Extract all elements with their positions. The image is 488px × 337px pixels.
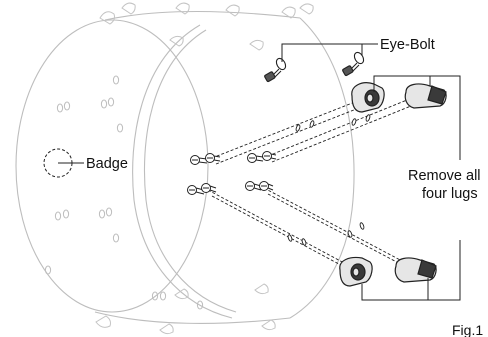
hoop-claw (169, 35, 184, 47)
assembly-line (263, 187, 405, 263)
screw-icon (205, 153, 221, 163)
badge-label: Badge (86, 156, 128, 172)
hoop-claw (175, 2, 190, 15)
vent-hole-icon (159, 291, 167, 301)
lug-icon (394, 257, 437, 283)
assembly-line (267, 97, 413, 157)
assembly-line (215, 105, 365, 165)
vent-hole-icon (100, 99, 108, 109)
eye-bolt-label: Eye-Bolt (380, 37, 435, 53)
lugs (339, 82, 447, 287)
washer-icon (309, 120, 315, 128)
hoop-claw (174, 288, 189, 300)
shell-bottom-edge (94, 311, 291, 324)
washer-icon (295, 124, 301, 132)
lug-icon (404, 83, 447, 109)
screw-icon (190, 155, 208, 165)
assembly-line (267, 193, 409, 269)
hoop-claw (95, 315, 111, 328)
washer-icon (301, 238, 307, 246)
shell-front-hoop (132, 24, 233, 319)
shell-right-edge (289, 17, 355, 319)
washer-icon (365, 114, 371, 122)
vent-hole-icon (151, 291, 159, 301)
hoop-claw (299, 3, 314, 15)
figure-caption: Fig.1 (452, 322, 483, 337)
remove-lugs-label-line1: Remove all (408, 168, 481, 184)
vent-hole-icon (112, 233, 120, 243)
screw-icon (259, 181, 274, 191)
badge-marker (43, 148, 84, 178)
bracket-lower (361, 240, 461, 301)
washers (287, 114, 371, 246)
bracket-upper (373, 75, 461, 160)
remove-lugs-label-line2: four lugs (422, 186, 478, 202)
washer-icon (347, 230, 353, 238)
eye-bolt-bracket (281, 43, 378, 62)
eye-bolt-icon (342, 51, 365, 76)
assembly-line (271, 103, 417, 163)
hoop-claw (159, 323, 174, 335)
vent-hole-icon (56, 103, 64, 113)
screw-icon (201, 183, 217, 193)
assembly-line (207, 189, 347, 265)
hoop-claw (281, 6, 296, 19)
vent-hole-icon (105, 207, 113, 217)
shell-top-edge (104, 10, 301, 21)
remove-lugs-bracket (361, 75, 461, 301)
assembly-lines (207, 97, 417, 271)
screw-icon (247, 153, 264, 163)
shell-holes (44, 75, 204, 310)
screw-icon (262, 151, 277, 161)
washer-icon (287, 234, 293, 242)
eye-bolt-icon (264, 57, 287, 82)
vent-hole-icon (98, 209, 106, 219)
lug-icon (351, 82, 385, 113)
hoop-claw (261, 319, 276, 331)
drum-shell (15, 10, 355, 324)
hoop-claw (249, 39, 264, 51)
screws (187, 151, 277, 195)
lug-icon (339, 256, 373, 287)
assembly-line (211, 99, 361, 159)
washer-icon (359, 222, 365, 230)
hoop-claw (254, 283, 269, 295)
eye-bolt-group (264, 43, 378, 82)
assembly-line (211, 195, 351, 271)
hoop-claws (95, 2, 314, 335)
vent-hole-icon (196, 300, 204, 310)
shell-front-hoop-inner (143, 29, 237, 313)
vent-hole-icon (62, 209, 70, 219)
vent-hole-icon (63, 101, 71, 111)
screw-icon (245, 181, 262, 191)
vent-hole-icon (116, 123, 124, 133)
vent-hole-icon (107, 97, 115, 107)
washer-icon (351, 118, 357, 126)
hoop-claw (121, 2, 136, 15)
vent-hole-icon (44, 265, 52, 275)
hoop-claw (99, 11, 115, 25)
shell-back-hoop (15, 19, 209, 313)
vent-hole-icon (54, 211, 62, 221)
vent-hole-icon (112, 75, 120, 85)
hoop-claw (225, 4, 240, 17)
